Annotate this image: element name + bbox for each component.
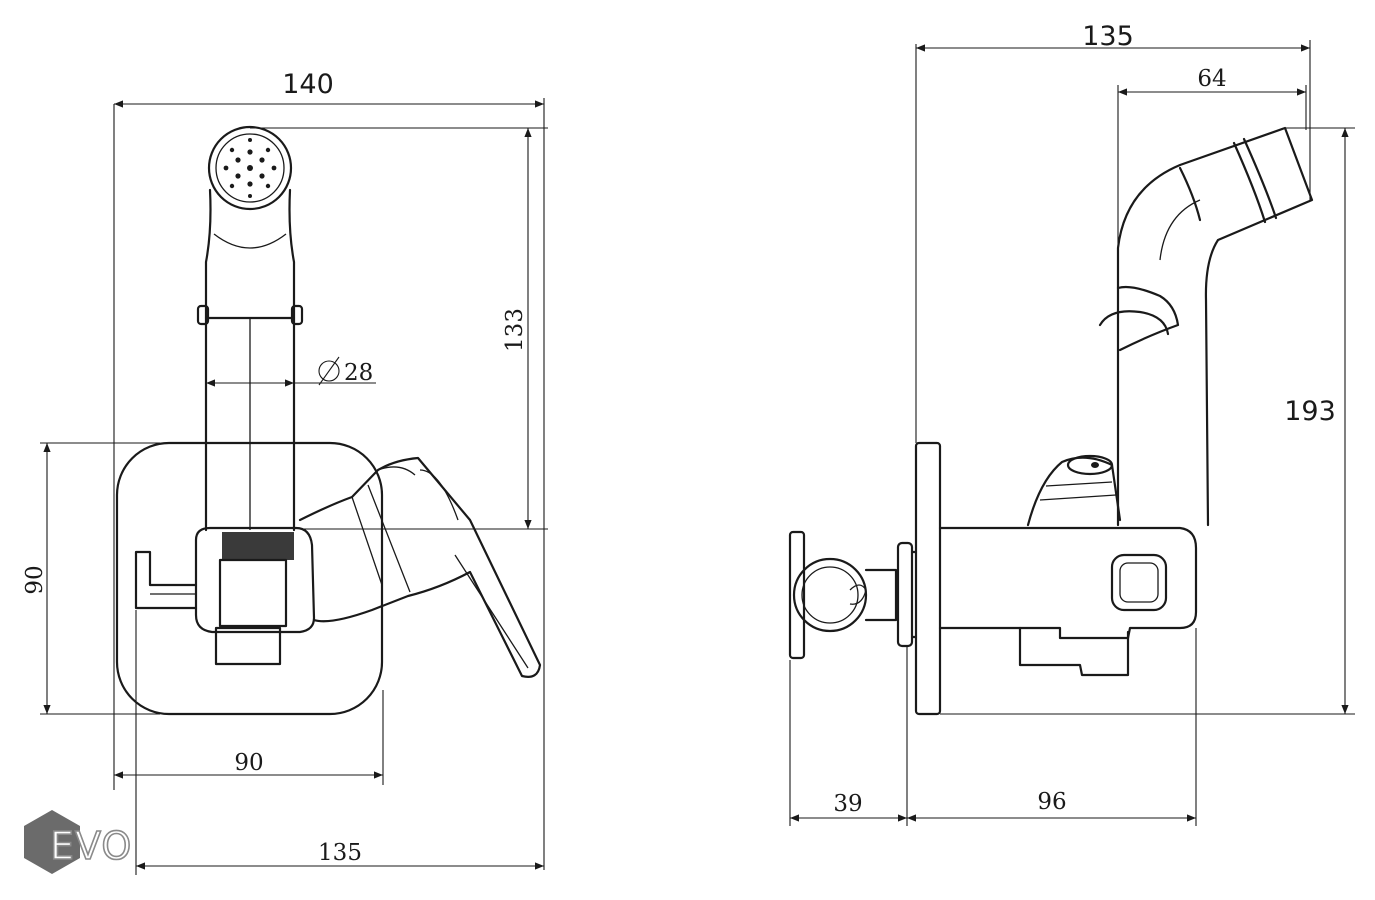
dim-front-depth: 135: [318, 840, 362, 866]
side-wall-flange: [914, 441, 942, 716]
front-body-tube: [204, 316, 296, 532]
side-main-body: [938, 526, 1198, 640]
front-dimensions: 140 133 28 90 90 135: [22, 69, 548, 875]
dim-head-offset: 64: [1197, 66, 1226, 92]
evo-logo: EVO: [24, 810, 132, 874]
front-lever-handle: [298, 456, 542, 678]
dim-front-width: 140: [282, 69, 334, 100]
dim-plate-width: 90: [234, 750, 263, 776]
side-dimensions: 135 64 193 39 96: [789, 21, 1355, 826]
dim-side-height: 193: [1284, 396, 1336, 427]
side-wall-handle: [788, 530, 806, 660]
front-view: [115, 125, 542, 716]
front-valve-housing: [194, 526, 316, 634]
side-lever: [1026, 456, 1122, 527]
hexagon-icon: [24, 810, 80, 874]
dim-body-depth: 96: [1037, 789, 1066, 815]
front-spray-head: [207, 125, 293, 211]
dim-plate-height: 90: [22, 565, 48, 594]
dim-side-length: 135: [1082, 21, 1134, 52]
front-hose-hook: [134, 550, 198, 610]
dim-wall-handle-depth: 39: [833, 791, 862, 817]
dim-hose-diameter: 28: [344, 360, 373, 386]
logo-text: EVO: [50, 824, 132, 868]
diameter-symbol-icon: [318, 356, 340, 386]
side-hose-clip: [1116, 285, 1180, 352]
side-view: [788, 126, 1314, 716]
side-spray-column: [1116, 126, 1314, 527]
dim-front-height: 133: [502, 308, 528, 352]
spray-nozzle-holes: [223, 138, 277, 198]
